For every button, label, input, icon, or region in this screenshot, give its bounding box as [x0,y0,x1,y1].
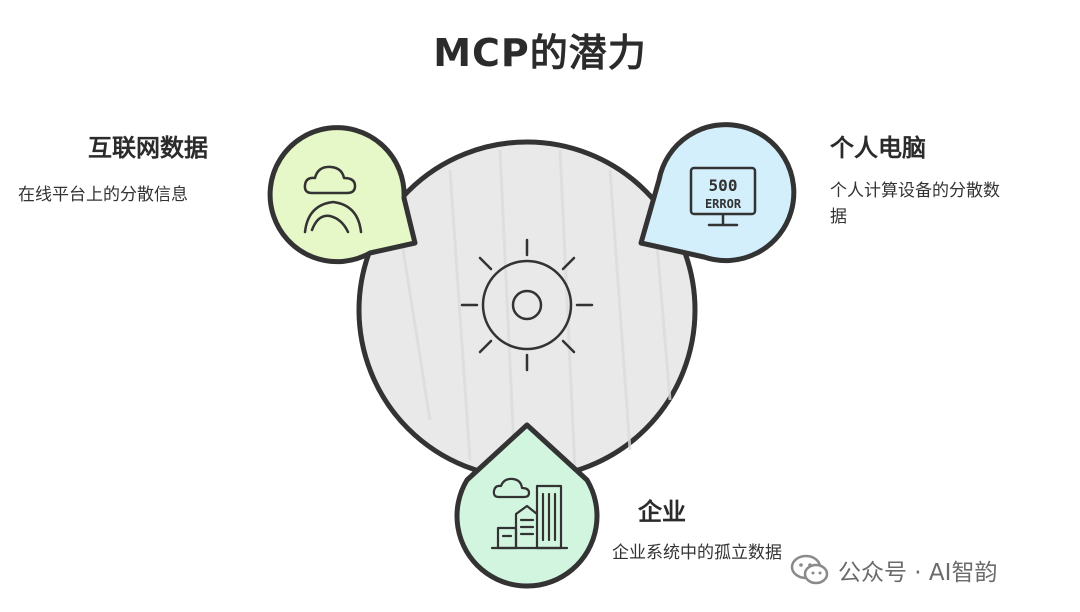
monitor-error-icon: 500 ERROR [689,166,757,227]
pc-desc-line1: 个人计算设备的分散数 [830,181,1000,201]
screen-code-text: 500 [709,176,738,195]
internet-title: 互联网数据 [88,134,208,162]
internet-desc: 在线平台上的分散信息 [18,185,188,205]
center-hatch [398,149,672,471]
buildings-cloud-icon [490,477,569,550]
diagram-title: MCP的潜力 [433,31,647,75]
enterprise-desc: 企业系统中的孤立数据 [612,543,782,563]
sun-gear-icon [460,238,594,372]
screen-error-text: ERROR [705,197,742,211]
pc-drop [638,122,797,264]
enterprise-title: 企业 [638,498,686,526]
watermark-text: 公众号 · AI智韵 [838,560,998,586]
wechat-icon [790,554,829,585]
cloud-globe-icon [303,165,363,234]
watermark: 公众号 · AI智韵 [790,550,997,590]
internet-drop [267,125,418,265]
pc-title: 个人电脑 [830,134,926,162]
pc-desc-line2: 据 [830,207,847,227]
